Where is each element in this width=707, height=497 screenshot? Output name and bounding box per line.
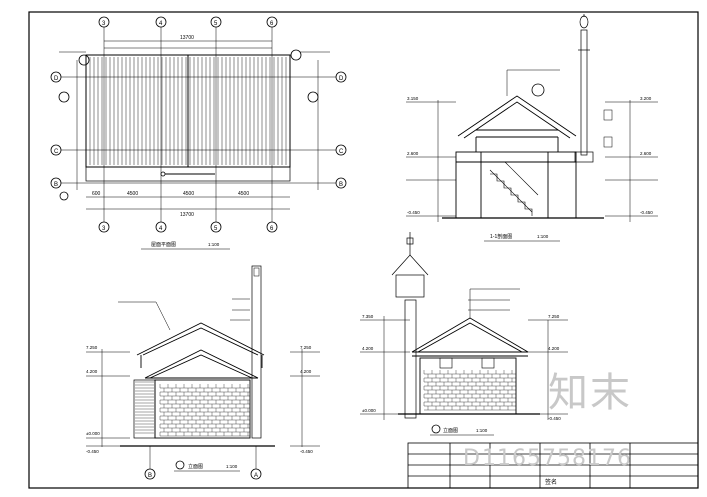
watermark-logo: 知末 bbox=[548, 370, 632, 416]
level-label: 7.250 bbox=[300, 345, 312, 350]
dim-span: 4500 bbox=[183, 191, 194, 197]
axis-label: 5 bbox=[214, 226, 218, 232]
section-caption: 1-1剖面图 bbox=[490, 233, 512, 240]
elev-right-door bbox=[439, 357, 453, 369]
section-scale: 1:100 bbox=[537, 234, 549, 239]
plan-scale: 1:100 bbox=[208, 242, 220, 247]
axis-label: C bbox=[54, 149, 59, 155]
level-label: 4.200 bbox=[548, 346, 560, 351]
section-level-left: 3.150 2.600 -0.450 bbox=[406, 96, 456, 222]
dim-total-top: 13700 bbox=[180, 35, 194, 41]
elev-right-roof bbox=[411, 317, 529, 357]
level-label: ±0.000 bbox=[86, 431, 100, 436]
dim-span: 4500 bbox=[127, 191, 138, 197]
detail-callout bbox=[59, 191, 69, 201]
roof-plan: 3 4 5 6 3 4 5 6 bbox=[50, 16, 347, 250]
dim-total-bottom: 13700 bbox=[180, 212, 194, 218]
elev-left-side-wing bbox=[133, 379, 156, 439]
level-label: 4.200 bbox=[362, 346, 374, 351]
elev-scale: 1:100 bbox=[226, 464, 238, 469]
level-label: -0.450 bbox=[407, 210, 420, 215]
brick-pattern bbox=[423, 370, 516, 411]
title-sign: 签名 bbox=[545, 478, 557, 486]
axis-label: D bbox=[339, 76, 344, 82]
roof-tiles bbox=[89, 57, 287, 165]
dim-span: 4500 bbox=[238, 191, 249, 197]
level-label: 7.350 bbox=[362, 314, 374, 319]
section-level-right: 3.200 2.600 -0.450 bbox=[603, 96, 658, 222]
elev-right-chimney bbox=[391, 232, 429, 419]
level-label: 3.200 bbox=[640, 96, 652, 101]
axis-label: A bbox=[254, 473, 258, 479]
elev-left-lower-roof bbox=[144, 349, 259, 379]
plan-axis-side: D C B D C B bbox=[50, 71, 347, 189]
axis-label: 5 bbox=[214, 21, 218, 27]
elev-right-door bbox=[481, 357, 495, 369]
detail-callout bbox=[290, 49, 302, 61]
section-1-1: 3.150 2.600 -0.450 3.200 2.600 -0.450 bbox=[406, 14, 658, 242]
section-roof bbox=[457, 95, 577, 139]
level-label: -0.450 bbox=[640, 210, 653, 215]
elev-left-wall bbox=[154, 379, 251, 439]
detail-callout bbox=[307, 91, 319, 103]
elev-left-levels-right: 7.250 4.200 -0.450 bbox=[290, 345, 320, 454]
axis-label: C bbox=[339, 149, 344, 155]
elevation-left: 7.250 4.200 ±0.000 -0.450 7.250 4.200 -0… bbox=[86, 265, 320, 480]
level-label: 2.600 bbox=[407, 151, 419, 156]
axis-label: 3 bbox=[102, 21, 106, 27]
detail-callout bbox=[58, 91, 70, 103]
level-label: 3.150 bbox=[407, 96, 419, 101]
elev-right-levels-left: 7.350 4.200 ±0.000 bbox=[360, 314, 410, 420]
axis-label: 4 bbox=[159, 21, 163, 27]
axis-label: 3 bbox=[102, 226, 106, 232]
axis-label: B bbox=[54, 182, 58, 188]
detail-callout bbox=[78, 54, 90, 66]
axis-label: 6 bbox=[270, 21, 274, 27]
plan-axis-bottom: 3 4 5 6 bbox=[98, 221, 278, 233]
level-label: 4.200 bbox=[86, 369, 98, 374]
elev-scale: 1:100 bbox=[476, 428, 488, 433]
level-label: 7.250 bbox=[86, 345, 98, 350]
level-label: 7.250 bbox=[548, 314, 560, 319]
level-label: ±0.000 bbox=[362, 408, 376, 413]
drain-point bbox=[160, 171, 166, 177]
level-label: -0.450 bbox=[300, 449, 313, 454]
brick-pattern bbox=[159, 384, 250, 437]
side-hatch bbox=[135, 381, 154, 434]
title-block: 签名 bbox=[407, 442, 699, 489]
axis-label: B bbox=[339, 182, 343, 188]
ridge-callout bbox=[531, 83, 545, 97]
plan-caption: 屋面平面图 bbox=[151, 242, 176, 248]
axis-label: D bbox=[54, 76, 59, 82]
sheet-frame bbox=[28, 11, 699, 489]
elevation-right: 7.350 4.200 ±0.000 7.250 4.200 -0.450 bbox=[360, 232, 568, 436]
section-chimney bbox=[574, 14, 594, 163]
level-label: 4.200 bbox=[300, 369, 312, 374]
elev-caption: 立面图 bbox=[188, 463, 203, 470]
axis-label: B bbox=[148, 473, 152, 479]
elev-left-chimney bbox=[251, 265, 262, 439]
elev-left-upper-roof bbox=[136, 322, 265, 368]
watermark-id: 1165758176 bbox=[482, 446, 632, 471]
axis-label: 4 bbox=[159, 226, 163, 232]
level-label: -0.450 bbox=[86, 449, 99, 454]
level-label: 2.600 bbox=[640, 151, 652, 156]
elev-caption: 立面图 bbox=[443, 427, 458, 434]
plan-axis-top: 3 4 5 6 bbox=[98, 16, 278, 28]
plan-dimensions: 13700 4500 4500 4500 13700 600 bbox=[76, 35, 319, 218]
plan-grid-lines bbox=[61, 27, 336, 222]
level-label: -0.450 bbox=[548, 416, 561, 421]
dim-left-edge: 600 bbox=[92, 191, 101, 197]
watermark-id-prefix: D bbox=[463, 446, 480, 471]
section-walls bbox=[455, 137, 577, 219]
gutter-strip bbox=[85, 166, 291, 182]
section-stairs bbox=[489, 161, 539, 216]
axis-label: 6 bbox=[270, 226, 274, 232]
elev-left-levels-left: 7.250 4.200 ±0.000 -0.450 bbox=[86, 345, 130, 454]
